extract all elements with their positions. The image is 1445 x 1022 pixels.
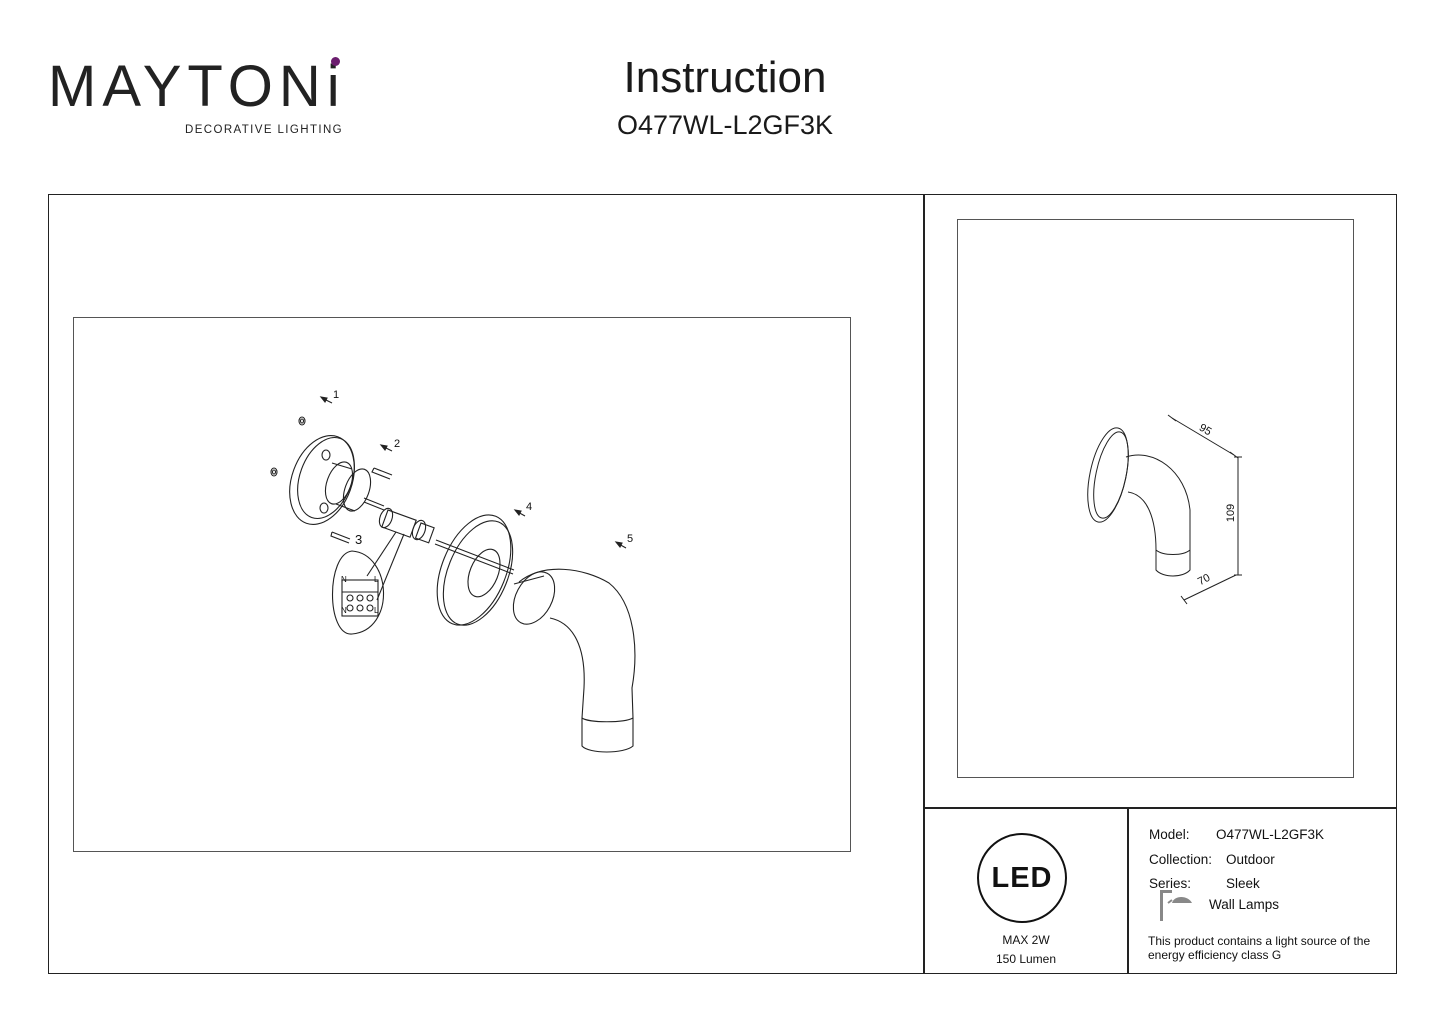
callout-3: 3	[355, 532, 363, 547]
callout-1: 1	[333, 389, 340, 401]
brand-tagline: DECORATIVE LIGHTING	[185, 124, 344, 136]
page-model-number: O477WL-L2GF3K	[616, 110, 834, 140]
terminal-label-l-bottom: L	[374, 606, 379, 615]
terminal-label-n-bottom: N	[341, 606, 347, 615]
spec-model-value: O477WL-L2GF3K	[1216, 827, 1325, 842]
led-power: MAX 2W	[1002, 933, 1050, 947]
dimension-drawing	[1087, 414, 1242, 605]
spec-type-value: Wall Lamps	[1209, 897, 1280, 912]
terminal-label-n-top: N	[341, 575, 347, 584]
spec-collection-value: Outdoor	[1226, 852, 1275, 867]
frame-divider-vertical	[923, 194, 925, 974]
led-badge: LED	[977, 833, 1067, 923]
spec-series-value: Sleek	[1226, 876, 1260, 891]
callout-5: 5	[627, 533, 634, 545]
spec-series-label: Series:	[1149, 876, 1192, 891]
sheet-frame	[48, 194, 1397, 974]
dimension-panel: 95 109 70	[957, 219, 1354, 778]
spec-collection-label: Collection:	[1149, 852, 1213, 867]
callout-2: 2	[394, 438, 401, 450]
dimension-height: 109	[1225, 503, 1238, 523]
terminal-label-l-top: L	[374, 575, 379, 584]
led-flux: 150 Lumen	[995, 952, 1057, 966]
screw-part-1a	[298, 416, 306, 426]
frame-divider-spec	[1127, 807, 1129, 974]
screw-part-1b	[270, 467, 278, 477]
page-title: Instruction	[623, 53, 827, 102]
exploded-assembly-drawing	[270, 396, 636, 753]
frame-divider-horizontal	[923, 807, 1397, 809]
led-badge-text: LED	[991, 861, 1053, 894]
brand-logo: MAYTONi	[48, 54, 346, 119]
wall-lamp-icon	[1158, 888, 1194, 922]
logo-accent-dot	[331, 57, 340, 66]
callout-4: 4	[526, 501, 533, 513]
energy-class-note: This product contains a light source of …	[1148, 934, 1371, 962]
spec-model-label: Model:	[1149, 827, 1190, 842]
assembly-panel: 1 2 3 4 5 N L N L	[73, 317, 851, 852]
